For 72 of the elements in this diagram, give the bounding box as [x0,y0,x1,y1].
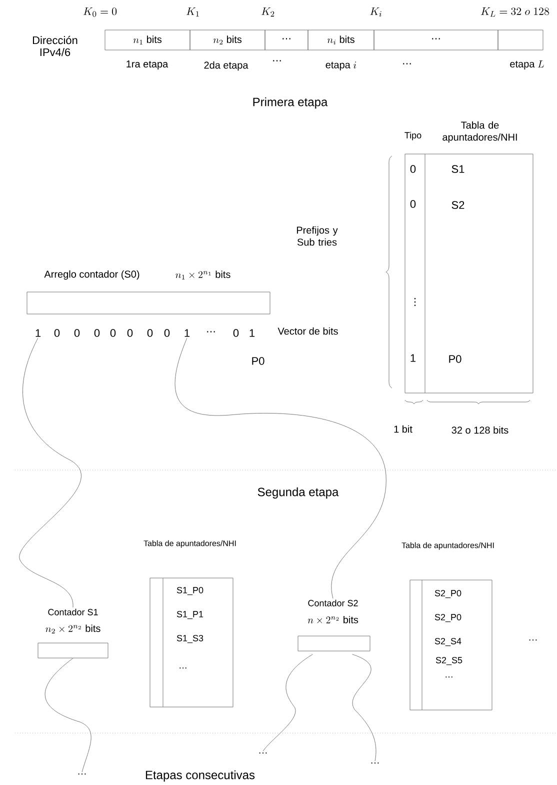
bit-size-formula: $n_1\times 2^{n_1}\mbox{ bits}$ [176,270,230,280]
column-heading: Tabla de apuntadores/NHI [442,121,517,143]
vector-label: Vector de bits [278,327,338,335]
table-entry: S1 [452,165,464,173]
table-entry: 0 [410,165,416,173]
connector-curve [20,338,82,608]
stage-label: $\mbox{etapa }i$ [326,62,356,70]
ellipsis: … [529,639,537,641]
table-entry: ⋮ [414,298,416,306]
bit-digit: 0 [110,329,116,337]
address-segment: ⋯ [374,30,498,50]
table-entry: P0 [449,355,462,363]
table-entry: S2_P0 [434,590,462,598]
table-entry: … [446,676,452,678]
section-heading: Primera etapa [253,97,328,109]
table-entry: S2_P0 [434,614,462,622]
table-entry: S1_P1 [176,610,204,620]
bit-digit: 0 [233,329,239,337]
ellipsis: … [371,762,379,764]
stage-label: 1ra etapa [126,60,168,70]
address-segment: $n_i\mbox{ bits}$ [308,30,374,50]
address-segment [498,30,544,50]
bit-digit: 0 [164,329,170,337]
bit-digit: 0 [94,329,100,337]
boundary-label: $K_L = 32\ o\ 128$ [480,7,549,17]
bit-size-formula: $n_2\times 2^{n_2}\mbox{ bits}$ [46,624,100,634]
address-segment: $n_2\mbox{ bits}$ [190,30,266,50]
ellipsis: ⋯ [207,331,215,332]
stage-label: 2da etapa [204,61,248,71]
bit-digit: 1 [36,329,41,337]
table-entry: 1 [410,354,416,362]
brace-label: Prefijos y Sub tries [296,226,338,246]
table-entry: S2_S4 [434,638,462,646]
connector-curve [352,654,376,762]
bit-digit: 0 [74,329,80,337]
connector-curve [262,654,313,752]
width-label: 32 o 128 bits [452,426,508,434]
ellipsis: … [78,773,86,775]
section-heading: Etapas consecutivas [146,770,255,782]
bit-digit: 0 [54,329,60,337]
counter-title: Contador S1 [48,608,98,616]
table-entry: S2 [452,201,464,209]
address-segment: $n_1\mbox{ bits}$ [104,30,190,50]
boundary-label: $K_2$ [261,7,274,17]
table-heading: Tabla de apuntadores/NHI [144,540,236,548]
column-heading: Tipo [404,132,422,140]
table-heading: Tabla de apuntadores/NHI [402,542,494,550]
address-label: Dirección IPv4/6 [32,36,78,56]
width-label: 1 bit [394,425,412,433]
bit-digit: 0 [147,329,153,337]
counter-title: Contador S2 [308,600,358,606]
address-segment: ⋯ [264,30,308,50]
boundary-label: $K_i$ [370,7,382,17]
bit-digit: 0 [127,329,133,337]
ellipsis: … [259,752,267,754]
table-entry: 0 [410,200,416,208]
ellipsis: ⋯ [273,60,281,62]
bit-digit: 1 [184,329,190,337]
section-heading: Segunda etapa [258,487,339,499]
connector-curve [174,338,386,599]
counter-array-title: Arreglo contador (S0) [44,270,140,280]
table-entry: S1_P0 [176,586,204,596]
stage-label: $\mbox{etapa }L$ [510,60,544,70]
boundary-label: $K_0 = 0$ [83,7,117,17]
pointer-label: P0 [252,357,264,365]
table-entry: S2_S5 [436,656,462,666]
bit-size-formula: $n\times 2^{n_2}\mbox{ bits}$ [308,616,358,624]
table-entry: S1_S3 [176,634,204,644]
ellipsis: ⋯ [403,63,411,64]
connector-curve [44,658,92,772]
boundary-label: $K_1$ [186,7,199,17]
bit-digit: 1 [250,329,255,337]
